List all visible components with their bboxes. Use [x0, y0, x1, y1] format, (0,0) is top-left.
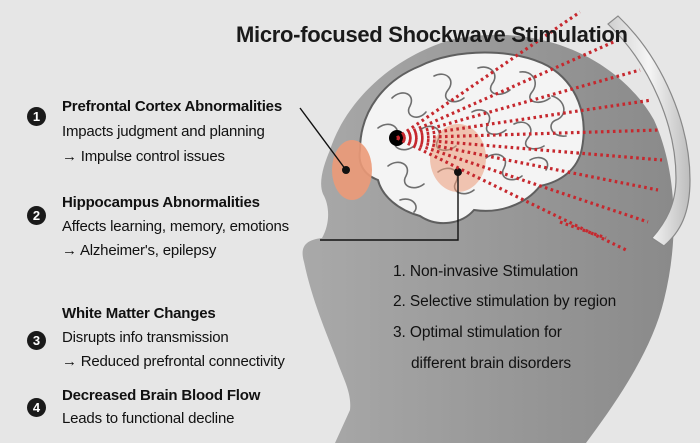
- hippocampus-point: [454, 168, 462, 176]
- abnormality-consequence: → Reduced prefrontal connectivity: [62, 353, 285, 370]
- abnormality-heading: Hippocampus Abnormalities: [62, 194, 260, 211]
- leader-line-hippocampus: [320, 172, 459, 241]
- abnormality-heading: White Matter Changes: [62, 305, 216, 322]
- transducer-arc: [607, 15, 691, 247]
- abnormality-description: Affects learning, memory, emotions: [62, 218, 289, 235]
- prefrontal-region: [332, 140, 372, 200]
- abnormality-consequence: → Impulse control issues: [62, 148, 225, 165]
- feature-item: 1. Non-invasive Stimulation: [393, 263, 579, 280]
- abnormality-description: Impacts judgment and planning: [62, 123, 265, 140]
- abnormality-consequence: → Alzheimer's, epilepsy: [62, 242, 217, 259]
- leader-line-prefrontal: [299, 107, 347, 171]
- feature-item-continued: different brain disorders: [411, 355, 572, 372]
- abnormality-heading: Prefrontal Cortex Abnormalities: [62, 98, 282, 115]
- abnormality-heading: Decreased Brain Blood Flow: [62, 387, 261, 404]
- abnormality-description: Disrupts info transmission: [62, 329, 229, 346]
- number-badge-4: 4: [27, 398, 46, 417]
- feature-item: 3. Optimal stimulation for: [393, 324, 562, 341]
- prefrontal-point: [342, 166, 350, 174]
- hippocampus-region: [430, 124, 486, 192]
- diagram-title: Micro-focused Shockwave Stimulation: [236, 22, 628, 47]
- number-badge-2: 2: [27, 206, 46, 225]
- number-badge-1: 1: [27, 107, 46, 126]
- shockwave-rays: [396, 10, 663, 252]
- abnormality-description: Leads to functional decline: [62, 410, 235, 427]
- feature-item: 2. Selective stimulation by region: [393, 293, 617, 310]
- number-badge-3: 3: [27, 331, 46, 350]
